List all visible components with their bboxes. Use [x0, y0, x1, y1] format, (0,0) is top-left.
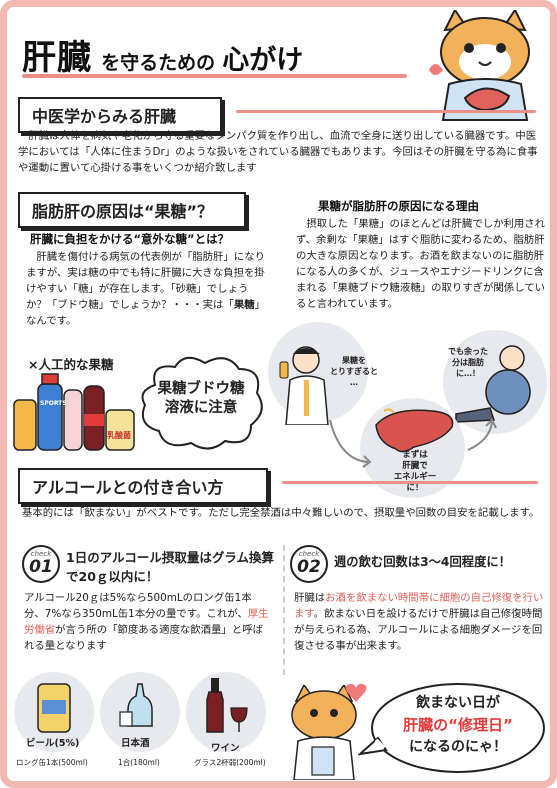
check-02-body: 肝臓はお酒を飲まない時間帯に細胞の自己修復を行います。飲まない日を設けるだけで肝…	[294, 590, 544, 654]
lactic-bottle-label: 乳酸菌	[107, 431, 131, 440]
wine-name: ワイン	[211, 743, 240, 754]
drink-bubble-line-3: …	[350, 378, 358, 387]
fat-bubble-text: でも余った 分は脂肪 に…！	[448, 346, 488, 379]
check-01-title: 1日のアルコール摂取量はグラム換算で20ｇ以内に！	[66, 550, 274, 584]
check-01-number: 01	[29, 557, 53, 577]
check-01-body-part1: アルコール20ｇは5%なら500mLのロング缶1本分、7%なら350mL缶1本分…	[24, 592, 252, 620]
warning-cloud	[141, 356, 263, 450]
drinking-bubble-text: 果糖を とりすぎると …	[330, 355, 378, 388]
final-speech-bubble	[358, 683, 545, 773]
check-02-number: 02	[297, 557, 321, 577]
check-01-body-part2: が言う所の「節度ある適度な飲酒量」と呼ばれる量となります	[24, 624, 263, 652]
fat-bubble-line-1: でも余った	[448, 347, 488, 356]
check-divider	[283, 545, 285, 675]
fat-bubble-line-2: 分は脂肪	[452, 358, 484, 367]
section3-underline	[282, 481, 538, 484]
title-underline	[22, 74, 407, 78]
section1-underline	[236, 110, 536, 113]
section2-right-body: 摂取した「果糖」のほとんどは肝臓でしか利用されず、余剰な「果糖」はすぐ脂肪に変わ…	[296, 218, 546, 310]
fat-bubble-line-3: に…！	[456, 369, 480, 378]
title-main: 肝臓	[22, 38, 92, 78]
section3-heading: アルコールとの付き合い方	[18, 468, 268, 504]
section2-left-subheading: 肝臓に負担をかける“意外な糖”とは？	[30, 232, 230, 246]
check-02-badge: check 02	[290, 545, 328, 583]
flow-arrows	[329, 418, 497, 468]
liver-caption-line-2: 肝臓で	[402, 461, 428, 471]
check-01-body: アルコール20ｇは5%なら500mLのロング缶1本分、7%なら350mL缶1本分…	[24, 590, 272, 654]
liver-caption-line-3: エネルギーに！	[393, 472, 437, 493]
page-title: 肝臓 を守るための 心がけ	[22, 30, 303, 79]
title-end: 心がけ	[222, 45, 304, 76]
section2-left-body: 肝臓を傷付ける病気の代表例が「脂肪肝」になりますが、実は糖の中でも特に肝臓に大き…	[26, 249, 266, 329]
section3-intro: 基本的には「飲まない」がベストです。ただし完全禁酒は中々難しいので、摂取量や回数…	[22, 507, 540, 519]
left-body-bold: 果糖	[233, 299, 255, 311]
final-bubble-line-3: になるのにゃ！	[409, 739, 507, 755]
warning-line-1: 果糖ブドウ糖	[157, 381, 245, 397]
cat-doctor-illustration	[429, 10, 530, 121]
wine-circle	[186, 672, 266, 752]
check-01-body-pink: 厚生労働省	[24, 608, 269, 636]
wine-icon	[206, 678, 248, 733]
warning-line-2: 溶液に注意	[164, 400, 238, 416]
final-bubble-text: 飲まない日が 肝臓の“修理日” になるのにゃ！	[378, 692, 538, 758]
fat-man-illustration	[455, 345, 531, 423]
check-02-title: 週の飲む回数は3～4回程度に！	[334, 555, 511, 569]
beer-amount: ロング缶1本(500ml)	[16, 758, 88, 767]
check-02-body-part2: 。飲まない日を設けるだけで肝臓は自己修復時間が与えられる為、アルコールによる細胞…	[294, 608, 543, 652]
section1-heading: 中医学からみる肝臓	[18, 97, 222, 133]
section2-heading: 脂肪肝の原因は“果糖”？	[18, 192, 246, 228]
warning-text: 果糖ブドウ糖 溶液に注意	[148, 380, 254, 418]
check-02-body-part1: 肝臓は	[294, 592, 326, 604]
soft-drinks-illustration	[13, 373, 135, 451]
section1-body: 肝臓は人体を病気や老化から守る重要なタンパク質を作り出し、血流で全身に送り出して…	[18, 130, 538, 174]
drink-bubble-line-1: 果糖を	[342, 356, 366, 365]
liver-illustration	[375, 408, 454, 453]
beer-can-icon	[37, 683, 71, 733]
check-02-label: check	[298, 550, 320, 558]
cat-clipboard-illustration	[291, 685, 357, 780]
wine-amount: グラス2杯弱(200ml)	[194, 758, 266, 767]
drinking-man-illustration	[279, 346, 329, 425]
drink-bubble-line-2: とりすぎると	[330, 367, 378, 376]
liver-caption: まずは 肝臓で エネルギーに！	[390, 450, 440, 494]
liver-caption-line-1: まずは	[402, 450, 428, 460]
beer-name: ビール(5%)	[26, 738, 80, 749]
check-02-body-pink: お酒を飲まない時間帯に細胞の自己修復を行います	[294, 592, 544, 620]
final-bubble-line-1: 飲まない日が	[416, 695, 500, 711]
check-01-badge: check 01	[22, 545, 60, 583]
sports-bottle-label: SPORTS	[40, 400, 67, 407]
title-mid: を守るための	[101, 52, 216, 74]
artificial-fructose-label: ×人工的な果糖	[28, 357, 114, 372]
sake-icon	[119, 683, 153, 727]
left-body-part2: 」なんです。	[26, 299, 265, 327]
section2-right-subheading: 果糖が脂肪肝の原因になる理由	[318, 199, 479, 213]
sake-amount: 1合(180ml)	[118, 758, 160, 767]
left-body-part1: 肝臓を傷付ける病気の代表例が「脂肪肝」になりますが、実は糖の中でも特に肝臓に大き…	[26, 251, 265, 311]
heart-icon	[345, 683, 367, 702]
final-bubble-line-2: 肝臓の“修理日”	[403, 716, 513, 734]
sake-name: 日本酒	[121, 738, 150, 749]
check-01-label: check	[30, 550, 52, 558]
